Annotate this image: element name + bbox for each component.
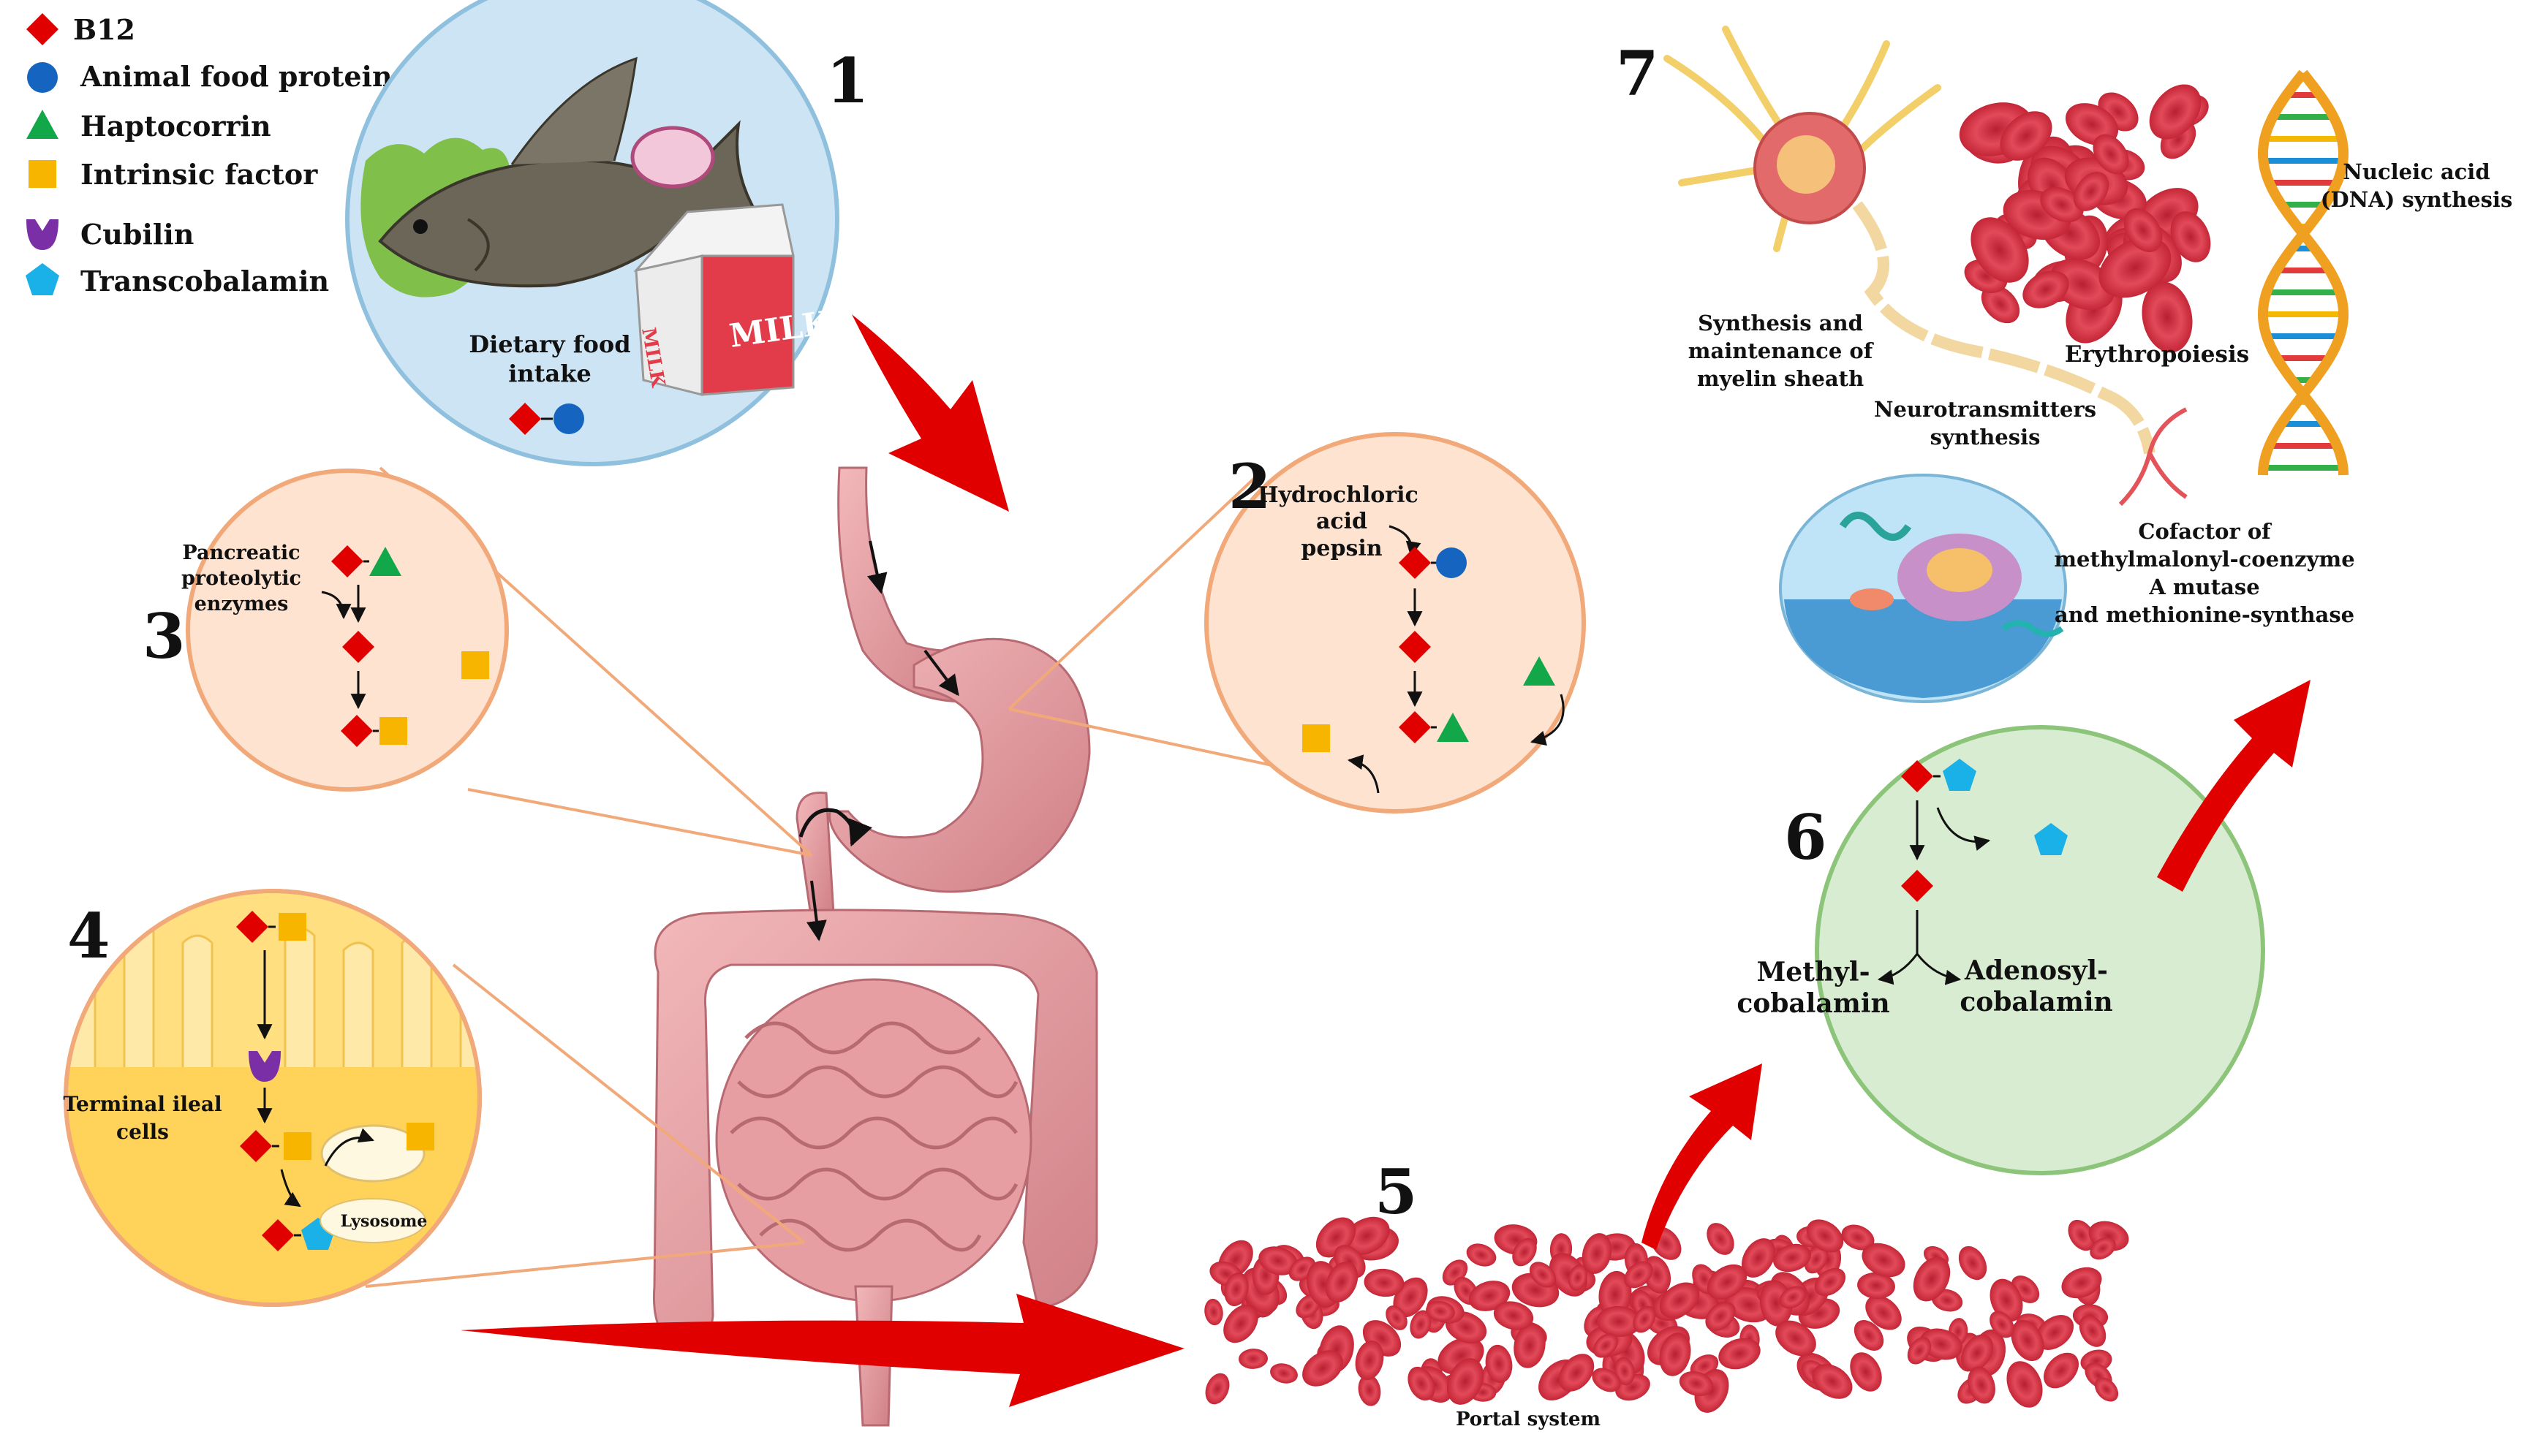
flow-arrow-to-portal-system [461,1294,1184,1407]
red-blood-cell [2000,1355,2049,1414]
step-7-neurotransmitters-line-1: Neurotransmitters [1874,397,2096,422]
b12-protein-complex-icon [509,403,584,435]
step-7-cofactor-line-3: A mutase [2148,575,2259,599]
red-blood-cell [1953,1241,1992,1285]
legend-label-transcobalamin: Transcobalamin [80,265,329,297]
flow-arrow-1-to-stomach [852,314,1009,512]
step-1-caption-line-1: Dietary food [469,330,630,358]
step-3-label-line-2: proteolytic [181,567,301,590]
legend-intrinsic-factor-icon [29,160,56,188]
legend-label-animal-protein: Animal food proteins [80,60,408,93]
step-7-cofactor-line-1: Cofactor of [2138,519,2272,544]
cell-organelle-icon [1779,474,2067,703]
legend-label-cubilin: Cubilin [80,218,194,251]
red-blood-cell [1201,1369,1234,1408]
step-7-nucleic-line-2: (DNA) synthesis [2321,187,2513,212]
legend-b12-icon [26,13,58,45]
legend-transcobalamin-icon [26,263,59,295]
step-3-label-line-3: enzymes [194,593,289,615]
red-blood-cell [1701,1218,1740,1260]
red-blood-cell [1268,1360,1300,1387]
legend-label-b12: B12 [73,13,135,46]
step-4-label-line-2: cells [116,1120,169,1144]
legend-label-haptocorrin: Haptocorrin [80,110,271,143]
step-2-stomach-zoom: 2 Hydrochloric acid pepsin [1008,432,1586,814]
step-3-label-line-1: Pancreatic [182,542,300,564]
flow-arrow-5-to-6 [1641,1063,1762,1250]
red-blood-cell [1202,1297,1225,1327]
lysosome-label: Lysosome [341,1212,428,1231]
step-7-cofactor-line-2: methylmalonyl-coenzyme [2054,547,2354,572]
step-3-duodenum-zoom: 3 Pancreatic proteolytic enzymes [143,466,813,857]
step-7-functions: 7 Synthesis and maintenance of myelin sh… [1616,26,2513,703]
fish-icon [378,56,763,288]
step-3-number: 3 [143,600,185,672]
step-2-label-line-2: acid [1316,509,1367,534]
red-blood-cell [2057,1261,2107,1305]
step-6-product-right-line-2: cobalamin [1960,987,2112,1017]
onion-slice-icon [630,126,715,189]
step-2-label-line-3: pepsin [1301,536,1382,561]
step-7-cofactor-line-4: and methionine-synthase [2055,602,2354,627]
step-7-erythropoiesis: Erythropoiesis [2065,341,2249,368]
step-2-label-line-1: Hydrochloric [1258,482,1418,508]
erythrocytes-icon [1952,74,2218,357]
step-4-number: 4 [67,900,110,972]
step-4-label-line-1: Terminal ileal [63,1092,222,1116]
step-6-product-left-line-1: Methyl- [1756,957,1870,987]
step-7-neurotransmitters-line-2: synthesis [1930,425,2041,450]
legend-label-intrinsic-factor: Intrinsic factor [80,158,318,191]
step-7-myelin-line-1: Synthesis and [1698,311,1863,335]
step-5-number: 5 [1375,1156,1417,1228]
dna-backbone [2257,69,2349,476]
dna-helix-icon [2257,69,2349,476]
legend: B12 Animal food proteins Haptocorrin Int… [26,13,408,297]
step-5-portal-system: 5 Portal system [1201,1156,2133,1430]
step-2-number: 2 [1228,450,1271,523]
step-1-caption-line-2: intake [508,360,591,387]
step-6-product-left-line-2: cobalamin [1737,988,1889,1019]
step-6-product-right-line-1: Adenosyl- [1964,955,2108,986]
neuron-icon [1663,26,2188,507]
step-6-number: 6 [1784,801,1826,873]
milk-carton-icon: MILK MILK [633,203,834,396]
step-4-ileum-zoom: 4 Terminal ileal cells Lysosome [63,889,806,1307]
step-1-dietary-intake: 1 MILK MILK Dietary food intake [345,0,869,466]
digestive-system-icon [652,466,1098,1427]
legend-haptocorrin-icon [26,110,58,139]
step-7-nucleic-line-1: Nucleic acid [2343,159,2490,184]
legend-cubilin-icon [26,219,58,250]
dna-backbone [2257,69,2349,476]
red-blood-cell [1238,1348,1269,1370]
step-6-cellular-conversion: 6 Methyl- cobalamin Adenosyl- cobalamin [1737,725,2265,1175]
step-7-myelin-line-3: myelin sheath [1697,366,1864,391]
flow-arrow-6-to-7 [2157,680,2310,892]
legend-animal-protein-icon [27,62,58,93]
red-blood-cell [1463,1239,1500,1271]
step-7-myelin-line-2: maintenance of [1688,338,1875,363]
red-blood-cells-icon [1201,1209,2133,1419]
step-5-caption: Portal system [1456,1408,1601,1430]
step-1-number: 1 [826,45,869,117]
red-blood-cell [2036,1346,2086,1395]
step-7-number: 7 [1616,37,1658,110]
